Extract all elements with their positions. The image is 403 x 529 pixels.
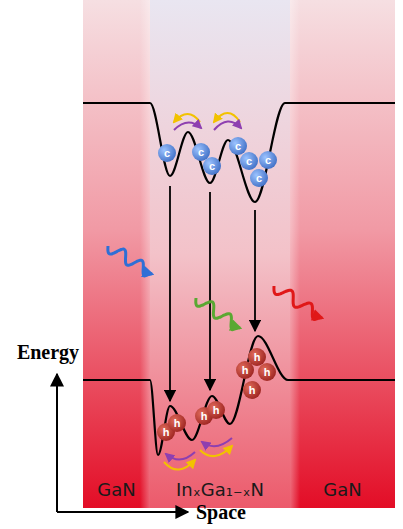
electron-symbol: c: [265, 155, 271, 166]
photon-arrow: [274, 286, 322, 320]
electron: c: [240, 152, 258, 170]
electron: c: [158, 144, 176, 162]
well-region: [150, 0, 290, 508]
electron: c: [203, 157, 221, 175]
photon-arrow: [196, 298, 240, 330]
axis-label: Energy: [17, 341, 79, 364]
hole-symbol: h: [249, 385, 256, 396]
background-panel: [83, 0, 395, 508]
hole-symbol: h: [213, 405, 220, 416]
transition-arrow: [209, 192, 211, 390]
material-label: GaN: [83, 479, 150, 500]
material-label: InₓGa₁₋ₓN: [150, 479, 290, 500]
hopping-arrow: [164, 460, 195, 470]
hole: h: [258, 363, 276, 381]
energy-axis: [56, 374, 58, 512]
transition-arrow: [169, 186, 171, 401]
hopping-arrow: [166, 452, 195, 460]
electron-symbol: c: [198, 147, 204, 158]
electron-symbol: c: [209, 161, 215, 172]
photon-arrow: [108, 246, 152, 276]
material-region: GaN: [83, 0, 150, 508]
conduction-band: [83, 103, 395, 202]
space-axis: [57, 511, 188, 513]
hopping-arrow: [200, 446, 232, 456]
region-edge: [290, 0, 300, 508]
hole-symbol: h: [163, 427, 170, 438]
hopping-arrow: [202, 438, 232, 446]
material-region: InₓGa₁₋ₓNccccccchhhhhhhh: [150, 0, 290, 508]
hole-symbol: h: [254, 352, 261, 363]
electron-symbol: c: [164, 148, 170, 159]
hopping-arrow: [174, 114, 200, 122]
electron-symbol: c: [246, 156, 252, 167]
axis-label: Space: [196, 501, 246, 524]
electron-symbol: c: [235, 141, 241, 152]
hole-symbol: h: [264, 367, 271, 378]
material-region: GaN: [290, 0, 395, 508]
electron: c: [259, 151, 277, 169]
electron-symbol: c: [256, 173, 262, 184]
valence-band: [83, 336, 395, 455]
hole: h: [243, 381, 261, 399]
material-label: GaN: [290, 479, 395, 500]
hopping-arrow: [214, 121, 241, 130]
transition-arrow: [254, 210, 256, 331]
hopping-arrow: [174, 122, 201, 130]
hole-symbol: h: [242, 365, 249, 376]
region-edge: [140, 0, 150, 508]
electron: c: [250, 169, 268, 187]
hole-symbol: h: [174, 418, 181, 429]
hole: h: [168, 414, 186, 432]
hole: h: [207, 401, 225, 419]
